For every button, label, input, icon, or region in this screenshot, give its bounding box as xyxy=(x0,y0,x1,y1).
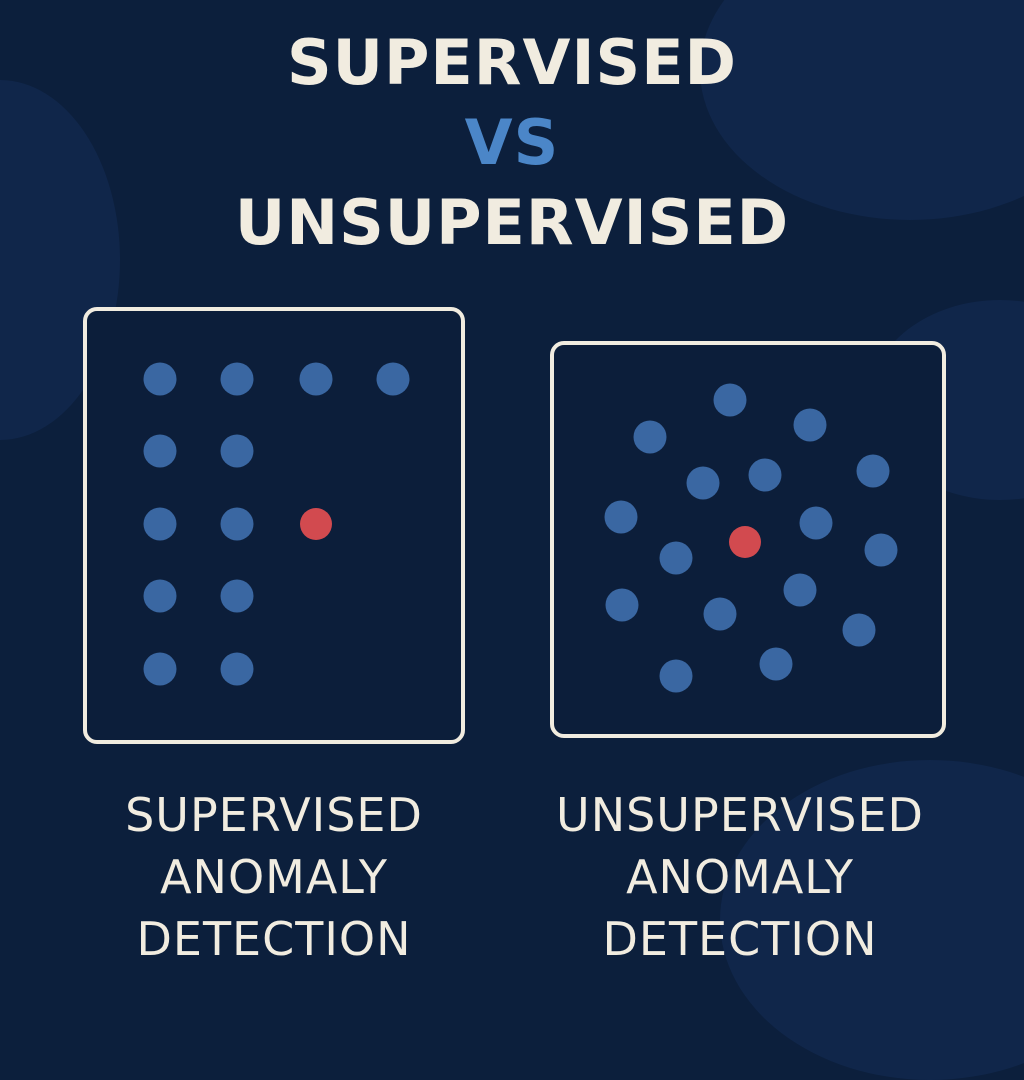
normal-point xyxy=(220,434,254,468)
normal-point xyxy=(686,466,720,500)
caption-line: UNSUPERVISED xyxy=(556,788,924,842)
caption-line: DETECTION xyxy=(136,912,412,966)
normal-point xyxy=(799,506,833,540)
normal-point xyxy=(143,652,177,686)
normal-point xyxy=(143,362,177,396)
caption-line: ANOMALY xyxy=(160,850,388,904)
anomaly-point xyxy=(729,526,761,558)
unsupervised-caption: UNSUPERVISED ANOMALY DETECTION xyxy=(530,784,950,970)
title-line-supervised: SUPERVISED xyxy=(286,26,738,99)
normal-point xyxy=(856,454,890,488)
supervised-caption: SUPERVISED ANOMALY DETECTION xyxy=(74,784,474,970)
normal-point xyxy=(220,362,254,396)
caption-line: ANOMALY xyxy=(626,850,854,904)
caption-line: DETECTION xyxy=(602,912,878,966)
anomaly-point xyxy=(300,508,332,540)
normal-point xyxy=(703,597,737,631)
normal-point xyxy=(143,507,177,541)
normal-point xyxy=(605,588,639,622)
title-vs: VS xyxy=(464,106,560,179)
normal-point xyxy=(220,652,254,686)
normal-point xyxy=(220,507,254,541)
normal-point xyxy=(143,579,177,613)
normal-point xyxy=(759,647,793,681)
caption-line: SUPERVISED xyxy=(125,788,423,842)
title-line-unsupervised: UNSUPERVISED xyxy=(234,186,790,259)
normal-point xyxy=(864,533,898,567)
normal-point xyxy=(604,500,638,534)
normal-point xyxy=(299,362,333,396)
normal-point xyxy=(143,434,177,468)
normal-point xyxy=(633,420,667,454)
normal-point xyxy=(220,579,254,613)
normal-point xyxy=(659,541,693,575)
normal-point xyxy=(713,383,747,417)
normal-point xyxy=(793,408,827,442)
normal-point xyxy=(748,458,782,492)
normal-point xyxy=(376,362,410,396)
normal-point xyxy=(842,613,876,647)
normal-point xyxy=(659,659,693,693)
normal-point xyxy=(783,573,817,607)
